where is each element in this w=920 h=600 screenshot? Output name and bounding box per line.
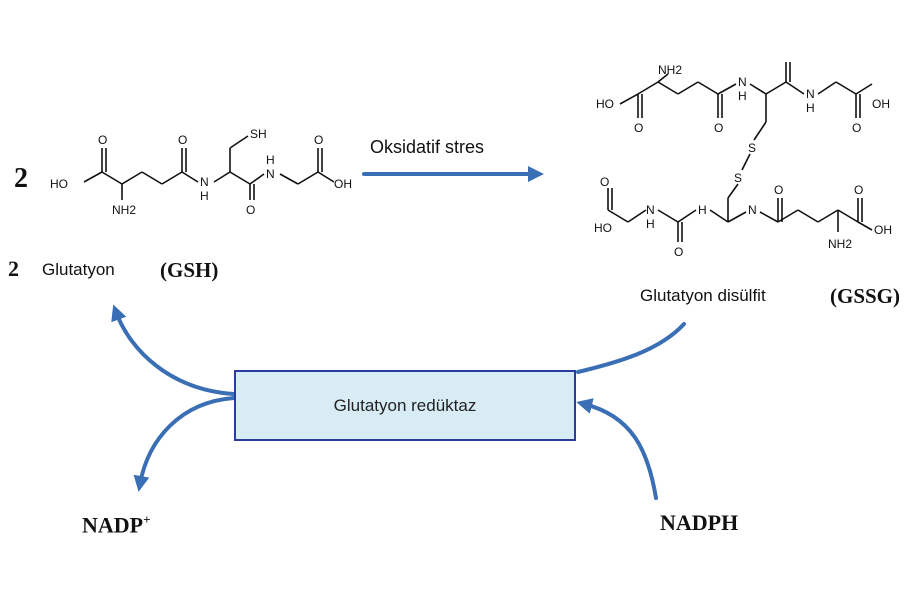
gssg-nh2-atom-1: NH2 xyxy=(658,63,682,77)
gssg-oh-atom-2: OH xyxy=(874,223,892,237)
gssg-label-name: Glutatyon disülfit xyxy=(640,286,766,305)
gsh-oh-atom: OH xyxy=(334,177,352,191)
gsh-n-atom-2: N xyxy=(266,167,275,181)
gsh-o-atom-4: O xyxy=(314,133,323,147)
gsh-structure-coefficient: 2 xyxy=(14,163,28,194)
nadph-to-enzyme-arrow xyxy=(576,398,658,500)
gssg-o-atom-5: O xyxy=(600,175,609,189)
gssg-o-atom-7: O xyxy=(774,183,783,197)
gssg-o-atom-6: O xyxy=(674,245,683,259)
gsh-h-atom-2: H xyxy=(266,153,275,167)
nadp-superscript: + xyxy=(143,512,151,527)
gssg-n-atom-4: N xyxy=(748,203,757,217)
gsh-sh-atom: SH xyxy=(250,127,267,141)
enzyme-box: Glutatyon redüktaz xyxy=(234,370,576,441)
gssg-ho-atom-2: HO xyxy=(594,221,612,235)
enzyme-to-gsh-arrow xyxy=(111,304,236,396)
gsh-ho-atom: HO xyxy=(50,177,68,191)
nadp-label: NADP+ xyxy=(82,512,151,538)
gsh-structure: HO O NH2 O N H SH O H N O OH xyxy=(50,127,352,217)
gsh-nh2-atom: NH2 xyxy=(112,203,136,217)
gssg-h-atom-2: H xyxy=(806,101,815,115)
gsh-h-atom-1: H xyxy=(200,189,209,203)
gssg-o-atom-8: O xyxy=(854,183,863,197)
enzyme-label: Glutatyon redüktaz xyxy=(333,395,477,415)
gssg-n-atom-2: N xyxy=(806,87,815,101)
nadp-text: NADP xyxy=(82,512,144,538)
gssg-o-atom-3: O xyxy=(782,62,791,63)
enzyme-to-nadp-arrow xyxy=(133,396,236,492)
gssg-label-abbrev: (GSSG) xyxy=(830,284,901,308)
gsh-o-atom-3: O xyxy=(246,203,255,217)
gsh-label-coefficient: 2 xyxy=(8,256,19,281)
oxidative-stress-label: Oksidatif stres xyxy=(370,137,485,157)
gssg-n-atom-1: N xyxy=(738,75,747,89)
gssg-o-atom-1: O xyxy=(634,121,643,135)
gssg-structure: HO O NH2 O N H O N H O OH S S O HO N H O… xyxy=(594,62,892,259)
nadph-label: NADPH xyxy=(660,510,739,535)
gssg-s-atom-1: S xyxy=(748,141,756,155)
gsh-o-atom-2: O xyxy=(178,133,187,147)
gssg-o-atom-4: O xyxy=(852,121,861,135)
gssg-to-enzyme-arrow xyxy=(576,322,686,374)
gsh-label-name: Glutatyon xyxy=(42,260,115,279)
gssg-o-atom-2: O xyxy=(714,121,723,135)
gssg-h-atom-4: H xyxy=(698,203,707,217)
gsh-o-atom-1: O xyxy=(98,133,107,147)
gssg-h-atom-1: H xyxy=(738,89,747,103)
gssg-n-atom-3: N xyxy=(646,203,655,217)
gsh-label-abbrev: (GSH) xyxy=(160,258,219,282)
gsh-n-atom-1: N xyxy=(200,175,209,189)
gssg-nh2-atom-2: NH2 xyxy=(828,237,852,251)
gssg-ho-atom-1: HO xyxy=(596,97,614,111)
gssg-oh-atom-1: OH xyxy=(872,97,890,111)
gssg-h-atom-3: H xyxy=(646,217,655,231)
gssg-s-atom-2: S xyxy=(734,171,742,185)
